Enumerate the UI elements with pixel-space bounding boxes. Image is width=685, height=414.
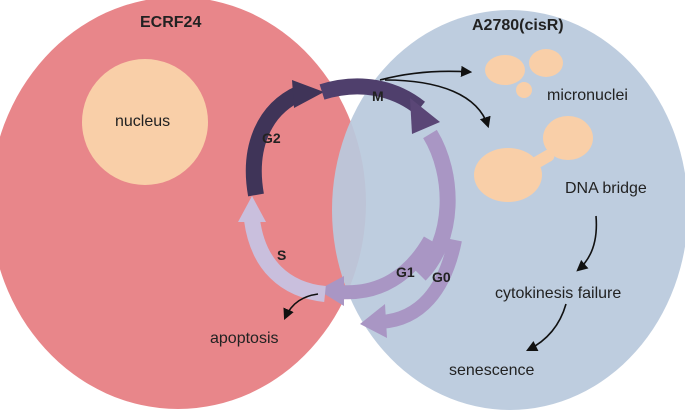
dna-bridge-shape	[474, 116, 593, 202]
left-cell-title: ECRF24	[140, 14, 201, 31]
nucleus-label: nucleus	[115, 113, 170, 130]
micronuclei-label: micronuclei	[547, 87, 628, 104]
m-arrowhead	[410, 98, 440, 134]
s-arrowhead	[238, 196, 266, 222]
phase-g0-label: G0	[432, 269, 451, 285]
g0-arc	[379, 238, 462, 329]
micronucleus-large	[485, 55, 525, 85]
phase-s-label: S	[277, 247, 286, 263]
phase-g2-label: G2	[262, 130, 281, 146]
nucleus-shape	[82, 59, 208, 185]
arrow-to-cytokinesis-failure	[576, 215, 598, 272]
dna-bridge-label: DNA bridge	[565, 180, 647, 197]
cell-cycle-ring	[238, 78, 462, 338]
right-cell-title: A2780(cisR)	[472, 17, 564, 34]
arrow-to-dna-bridge	[384, 79, 491, 129]
g2-arrowhead	[292, 80, 324, 108]
arrow-to-apoptosis	[283, 293, 319, 321]
g1-g0-arc	[414, 129, 456, 281]
senescence-label: senescence	[449, 362, 534, 379]
g0-arrowhead	[360, 304, 387, 338]
s-arc	[244, 218, 327, 302]
arrow-to-senescence	[525, 303, 567, 352]
ecrf24-cell	[0, 0, 366, 409]
arrow-to-micronuclei	[379, 65, 473, 81]
cytokinesis-failure-label: cytokinesis failure	[495, 285, 621, 302]
g1-arc	[339, 236, 437, 300]
micronucleus-medium	[529, 49, 563, 77]
phase-m-label: M	[372, 88, 384, 104]
g1-arrowhead	[318, 276, 344, 306]
g2-arc	[245, 85, 304, 197]
phase-g1-label: G1	[396, 264, 415, 280]
apoptosis-label: apoptosis	[210, 330, 279, 347]
micronucleus-small	[516, 82, 532, 98]
